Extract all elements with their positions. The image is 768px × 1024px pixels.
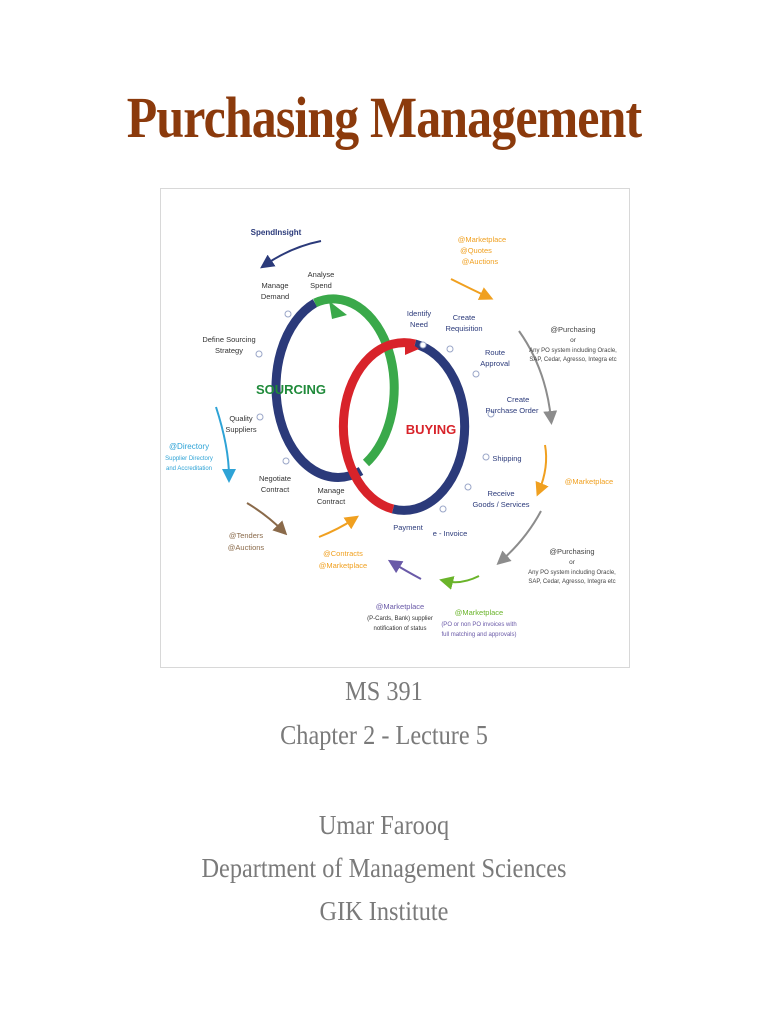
quality-suppliers-label-2: Suppliers: [225, 425, 257, 434]
department-name: Department of Management Sciences: [201, 853, 567, 883]
directory-label-3: and Accreditation: [166, 466, 212, 472]
marketplace-arrow: [535, 444, 549, 497]
cycle-diagram-svg: SOURCING BUYING SpendInsight Analyse Spe…: [165, 228, 617, 638]
mkt-payment-title: @Marketplace: [376, 602, 424, 611]
buying-ring-navy: [391, 339, 470, 515]
institute-name: GIK Institute: [319, 896, 449, 926]
purchasing-2-or: or: [569, 559, 576, 566]
sourcing-label: SOURCING: [256, 382, 326, 397]
manage-contract-label-1: Manage: [317, 486, 344, 495]
define-strategy-label-1: Define Sourcing: [202, 335, 255, 344]
einvoice-label: e - Invoice: [433, 529, 468, 538]
sourcing-green-arrowhead: [329, 301, 347, 319]
purchasing-1-or: or: [570, 337, 577, 344]
manage-demand-label-2: Demand: [261, 292, 289, 301]
contracts-label-2: @Marketplace: [319, 561, 367, 570]
buying-label: BUYING: [406, 422, 457, 437]
tenders-label-1: @Tenders: [229, 531, 264, 540]
purchasing-2-title: @Purchasing: [549, 547, 594, 556]
purchasing-cycle-diagram: SOURCING BUYING SpendInsight Analyse Spe…: [160, 188, 630, 668]
manage-contract-label-2: Contract: [317, 497, 346, 506]
purchasing-2-line-2: SAP, Cedar, Agresso, Integra etc: [528, 579, 615, 585]
negotiate-contract-label-1: Negotiate: [259, 474, 291, 483]
directory-arrow: [215, 406, 236, 483]
route-approval-label-1: Route: [485, 348, 505, 357]
contracts-label-1: @Contracts: [323, 549, 363, 558]
mkt-invoice-line-1: (PO or non PO invoices with: [441, 622, 516, 628]
receive-goods-label-2: Goods / Services: [472, 500, 529, 509]
sourcing-ring-green: [313, 294, 399, 467]
mkt-payment-line-1: (P-Cards, Bank) supplier: [367, 616, 433, 622]
mkt-quotes-2: @Quotes: [460, 246, 492, 255]
analyse-spend-label-2: Spend: [310, 281, 332, 290]
marketplace-mid-label: @Marketplace: [565, 477, 613, 486]
directory-label-1: @Directory: [169, 442, 209, 451]
slide-title: Purchasing Management: [126, 85, 642, 150]
directory-label-2: Supplier Directory: [165, 456, 213, 462]
buying-red-arrowhead: [405, 339, 419, 355]
purchasing-arrow-1: [518, 330, 558, 425]
create-po-label-1: Create: [507, 395, 530, 404]
purchasing-1-line-1: Any PO system including Oracle,: [529, 348, 617, 354]
create-requisition-label-1: Create: [453, 313, 476, 322]
shipping-label: Shipping: [492, 454, 521, 463]
chapter-lecture: Chapter 2 - Lecture 5: [280, 720, 488, 750]
define-strategy-label-2: Strategy: [215, 346, 243, 355]
contracts-arrow: [318, 515, 359, 538]
analyse-spend-label-1: Analyse: [308, 270, 335, 279]
tenders-arrow: [246, 502, 288, 536]
spend-insight-label: SpendInsight: [251, 228, 302, 237]
route-approval-label-2: Approval: [480, 359, 510, 368]
mkt-invoice-line-2: full matching and approvals): [441, 632, 516, 638]
mkt-invoice-title: @Marketplace: [455, 608, 503, 617]
mkt-payment-line-2: notification of status: [373, 626, 426, 632]
purchasing-arrow-2: [496, 510, 542, 565]
purchasing-1-title: @Purchasing: [550, 325, 595, 334]
quality-suppliers-label-1: Quality: [229, 414, 253, 423]
mkt-quotes-1: @Marketplace: [458, 235, 506, 244]
sourcing-ring-navy: [271, 299, 364, 482]
invoice-arrow: [439, 575, 480, 590]
buying-ring-red: [338, 338, 417, 514]
manage-demand-label-1: Manage: [261, 281, 288, 290]
course-code: MS 391: [345, 676, 423, 706]
mkt-quotes-3: @Auctions: [462, 257, 499, 266]
create-po-label-2: Purchase Order: [486, 406, 539, 415]
negotiate-contract-label-2: Contract: [261, 485, 290, 494]
payment-label: Payment: [393, 523, 424, 532]
create-requisition-label-2: Requisition: [445, 324, 482, 333]
spend-insight-arrow: [260, 240, 322, 269]
author-name: Umar Farooq: [318, 810, 450, 840]
receive-goods-label-1: Receive: [487, 489, 514, 498]
purchasing-1-line-2: SAP, Cedar, Agresso, Integra etc: [529, 357, 616, 363]
payment-arrow: [387, 559, 422, 580]
ring-step-dots: [255, 310, 495, 513]
identify-need-label-2: Need: [410, 320, 428, 329]
quotes-arrow: [450, 278, 494, 300]
identify-need-label-1: Identify: [407, 309, 431, 318]
tenders-label-2: @Auctions: [228, 543, 265, 552]
purchasing-2-line-1: Any PO system including Oracle,: [528, 570, 616, 576]
